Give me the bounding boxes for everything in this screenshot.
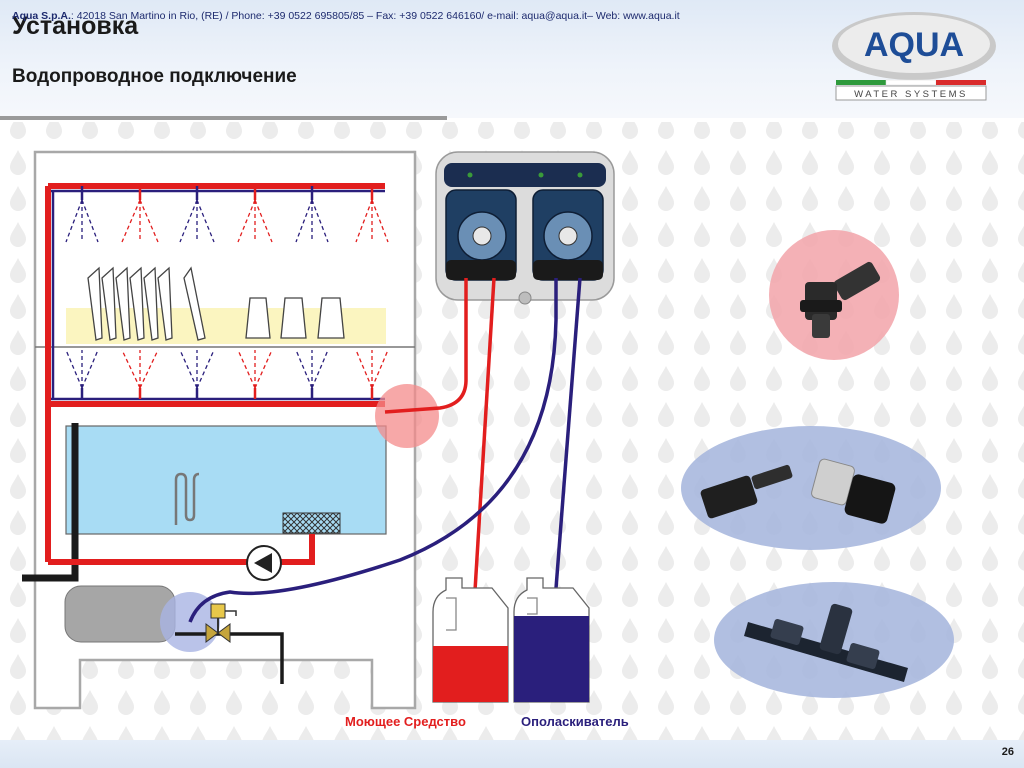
logo-tagline: WATER SYSTEMS xyxy=(854,89,968,100)
page-number: 26 xyxy=(1001,746,1014,758)
peristaltic-dosing-unit xyxy=(435,151,615,305)
rinse-aid-canister xyxy=(513,577,590,703)
footer-contact: Aqua S.p.A.: 42018 San Martino in Rio, (… xyxy=(12,10,680,22)
rinse-aid-delivery-tube xyxy=(188,278,558,623)
straight-connectors xyxy=(700,458,896,524)
page-title: Установка xyxy=(12,12,139,40)
detergent-canister xyxy=(432,577,509,703)
logo-brand: AQUA xyxy=(864,26,964,64)
detergent-injection-point xyxy=(375,384,439,448)
plates xyxy=(87,266,206,341)
lower-spray-arm xyxy=(48,349,389,407)
footer-band xyxy=(0,740,1024,768)
installation-diagram xyxy=(0,122,1024,740)
elbow-injection-valve xyxy=(800,261,881,338)
water-inlet-pipe xyxy=(175,632,284,684)
detergent-suction-tube xyxy=(470,277,496,641)
tee-connector xyxy=(744,603,908,682)
heating-element xyxy=(174,472,200,525)
solenoid-valve xyxy=(205,603,237,643)
upper-spray-arm xyxy=(48,183,389,243)
tank-filter xyxy=(282,512,341,534)
boiler xyxy=(64,585,176,643)
detergent-label: Моющее Средство xyxy=(345,714,466,729)
rinse-aid-suction-tube xyxy=(550,277,582,641)
page-subtitle: Водопроводное подключение xyxy=(12,66,297,87)
cups xyxy=(245,297,345,339)
detergent-delivery-tube xyxy=(384,278,468,414)
footer-contact-details: : 42018 San Martino in Rio, (RE) / Phone… xyxy=(70,10,680,22)
aqua-logo: AQUA WATER SYSTEMS xyxy=(832,12,996,101)
drain-pipe xyxy=(22,423,79,582)
circulation-pipe xyxy=(48,534,315,565)
header-divider xyxy=(0,116,447,120)
rinse-aid-label: Ополаскиватель xyxy=(521,714,629,729)
footer-company: Aqua S.p.A. xyxy=(12,10,71,22)
